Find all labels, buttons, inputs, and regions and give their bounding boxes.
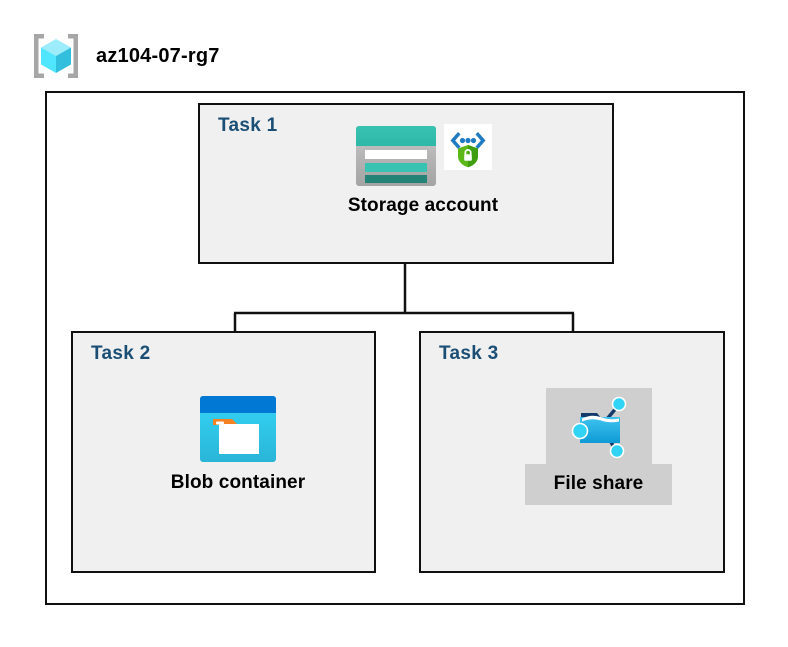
resource-group-header: az104-07-rg7 [30, 28, 430, 84]
task-2-label: Task 2 [91, 343, 151, 364]
task-1-label: Task 1 [218, 115, 278, 136]
storage-account-icon-group [354, 124, 492, 188]
file-share-icon-group [545, 388, 652, 464]
blob-container-icon-group [198, 393, 278, 465]
resource-group-cube-icon [34, 34, 78, 78]
storage-account-icon [356, 126, 436, 186]
file-share-icon [571, 396, 626, 459]
node-file-share[interactable]: File share [508, 388, 689, 505]
node-storage-account[interactable]: Storage account [347, 124, 499, 217]
task-2-box: Task 2 [71, 331, 376, 573]
task-3-label: Task 3 [439, 343, 499, 364]
resource-group-name: az104-07-rg7 [96, 44, 220, 67]
blob-container-icon [200, 396, 276, 462]
private-endpoint-secure-icon [444, 124, 492, 170]
storage-account-caption: Storage account [347, 195, 499, 216]
blob-container-caption: Blob container [170, 472, 306, 493]
file-share-caption: File share [524, 464, 673, 505]
node-blob-container[interactable]: Blob container [152, 393, 324, 494]
